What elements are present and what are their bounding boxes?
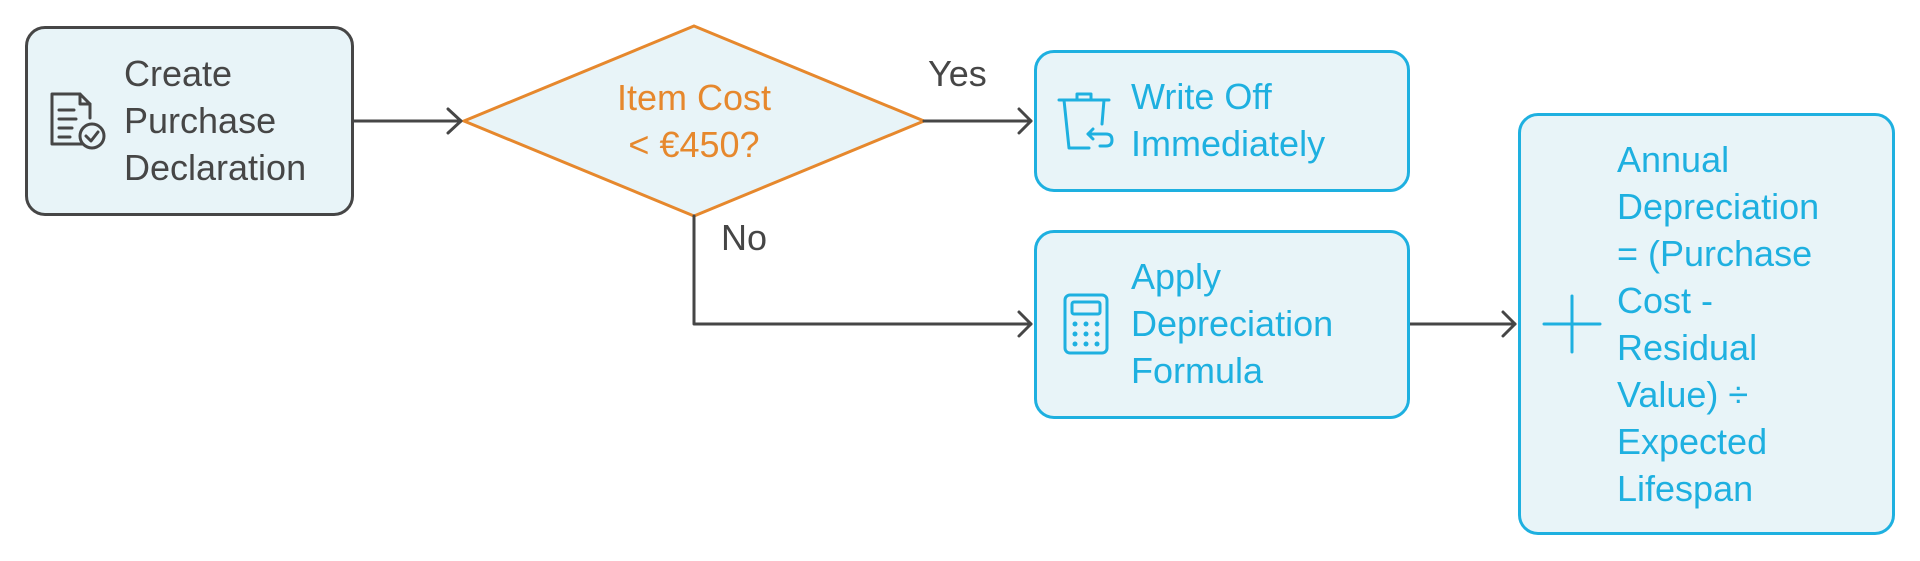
arrow-no-head [1017, 310, 1033, 338]
node-create-purchase-declaration [25, 26, 354, 216]
document-check-icon [50, 92, 106, 150]
annual-label: Annual Depreciation = (Purchase Cost - R… [1617, 139, 1820, 509]
decision-label: Item Cost < €450? [616, 77, 772, 165]
arrow-create-to-decision-head [446, 107, 463, 135]
arrow-no [692, 214, 1033, 326]
trash-return-icon [1057, 92, 1114, 150]
node-write-off [1034, 50, 1410, 192]
no-label: No [721, 217, 768, 258]
write-off-label: Write Off Immediately [1131, 76, 1326, 164]
apply-label: Apply Depreciation Formula [1131, 256, 1334, 391]
create-label: Create Purchase Declaration [124, 53, 307, 188]
calculator-icon [1063, 293, 1109, 355]
yes-label: Yes [928, 53, 987, 94]
arrow-apply-to-annual-head [1501, 310, 1517, 338]
arrow-yes-head [1017, 107, 1033, 135]
plus-icon [1542, 294, 1602, 354]
